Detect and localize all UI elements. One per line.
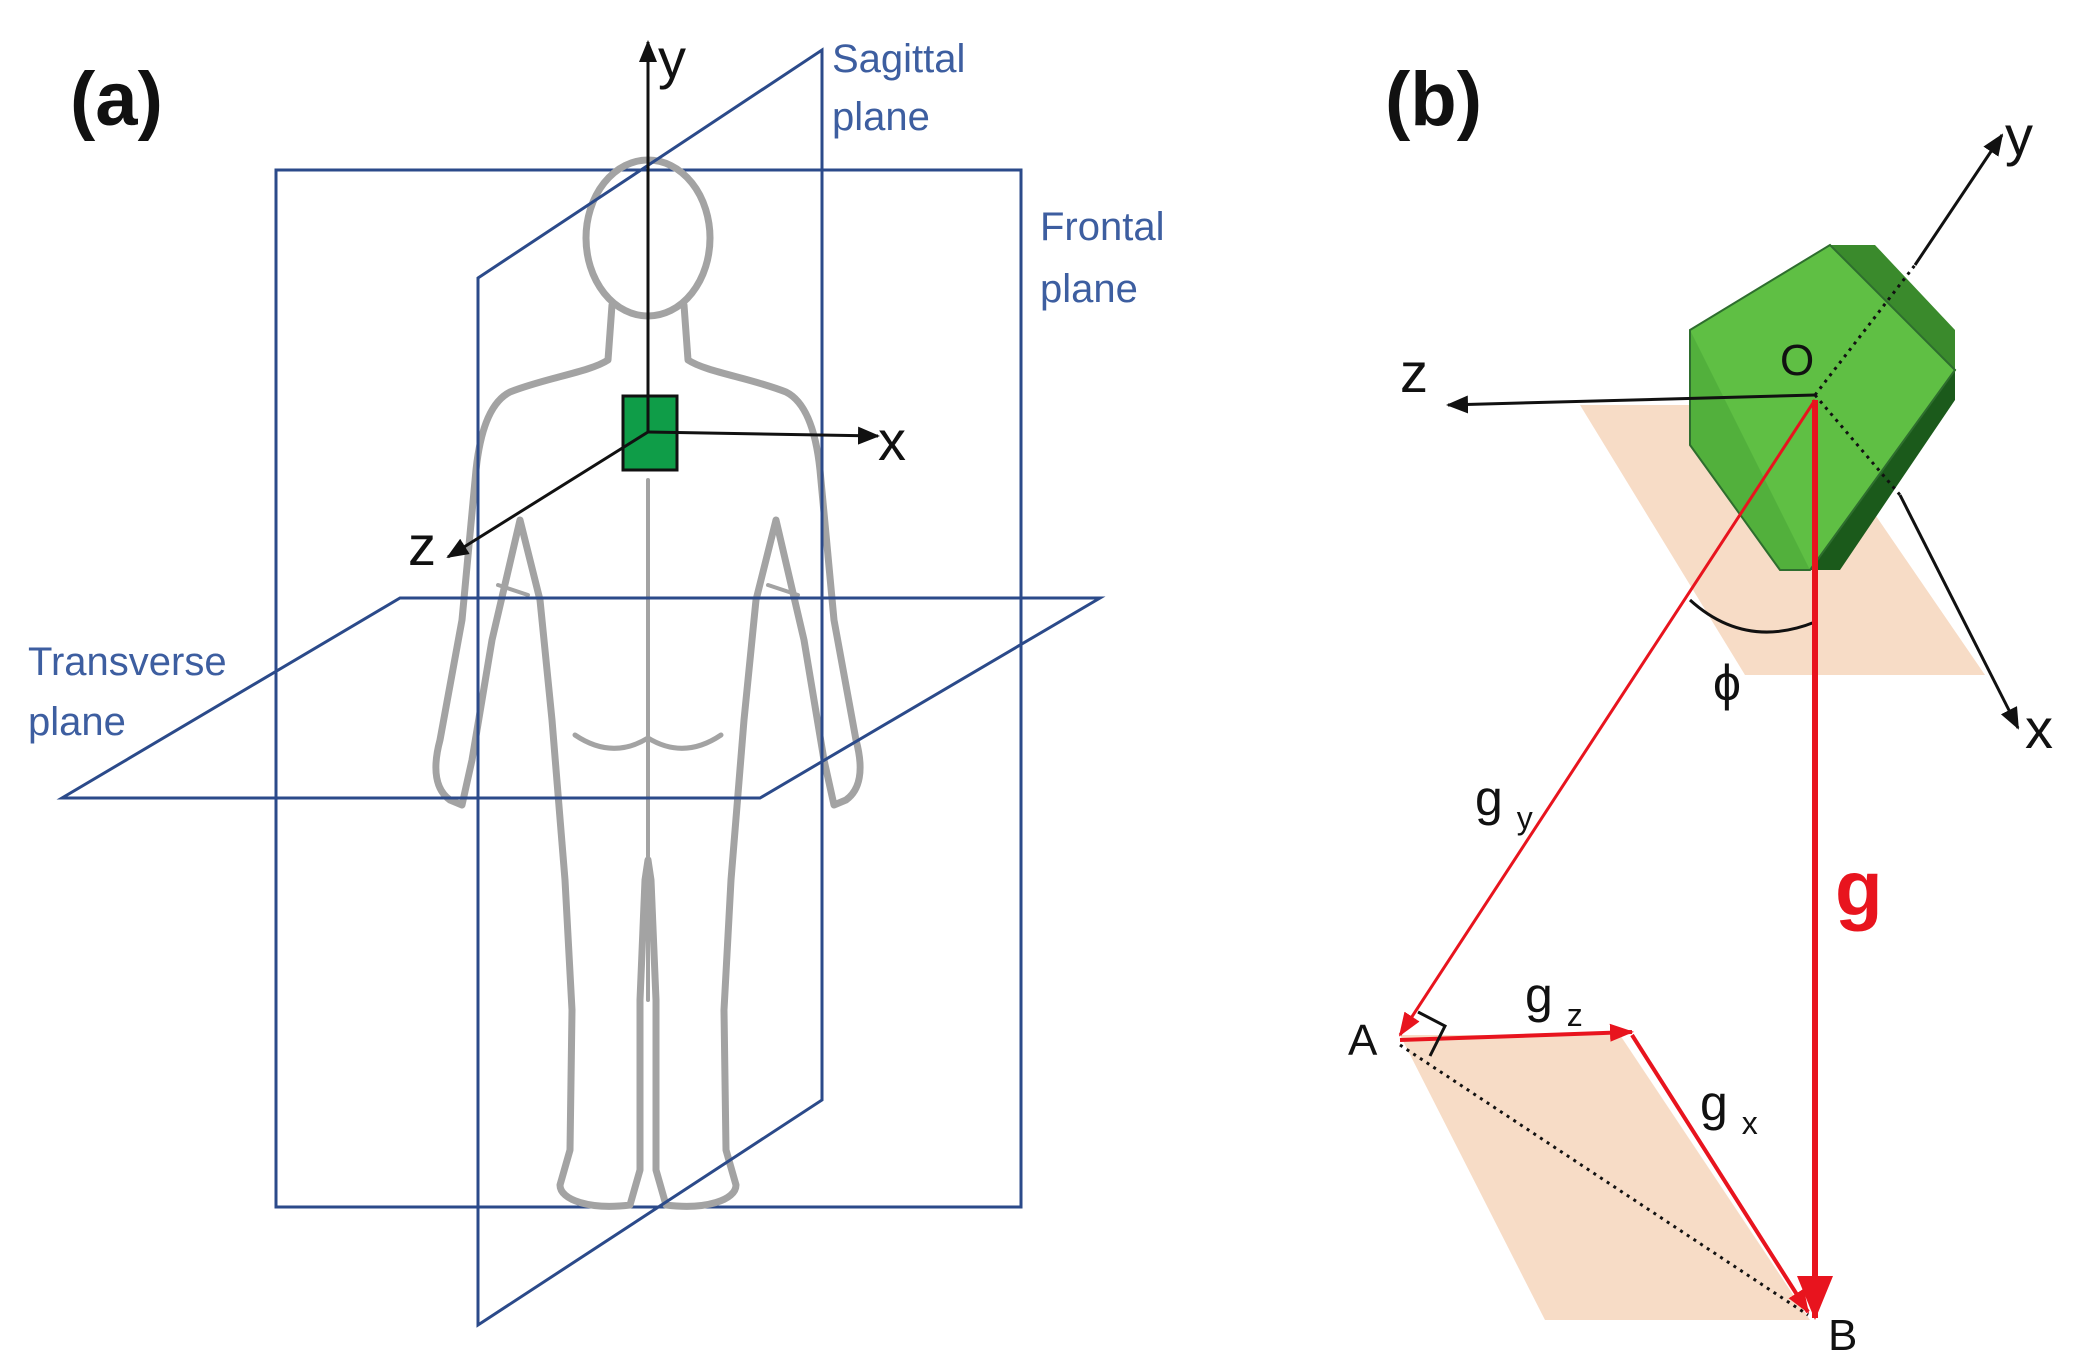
axis-x-arrow — [647, 426, 880, 445]
axis-x-arrow-b — [1898, 494, 2020, 730]
panel-b: (b) y z x O ϕ — [1348, 57, 2053, 1360]
angle-arc — [1688, 598, 1816, 634]
right-angle-marker — [1417, 1010, 1448, 1057]
axis-z-arrow — [446, 430, 649, 559]
point-a-label: A — [1348, 1016, 1378, 1065]
vector-gx-label: g x — [1700, 1075, 1758, 1141]
axis-y-label: y — [658, 27, 686, 90]
transverse-plane — [56, 596, 1106, 800]
dotted-x-inside — [1813, 394, 1902, 496]
angle-label: ϕ — [1713, 655, 1741, 711]
panel-b-label: (b) — [1385, 57, 1482, 142]
transverse-plane-label: Transverse plane — [28, 640, 238, 744]
panel-a: (a) Sagittal plane Frontal plane Transve… — [28, 27, 1176, 1328]
point-b-label: B — [1828, 1311, 1857, 1360]
vector-gy — [1398, 399, 1817, 1037]
panel-a-label: (a) — [70, 57, 163, 142]
axis-z-label: z — [408, 514, 436, 577]
dotted-ab — [1399, 1043, 1809, 1317]
origin-label: O — [1780, 336, 1814, 385]
axis-x-label: x — [878, 409, 906, 472]
vector-gx — [1630, 1033, 1810, 1314]
axis-x-label-b: x — [2025, 697, 2053, 760]
axis-y-arrow-b — [1913, 133, 2004, 266]
vector-gy-label: g y — [1475, 770, 1533, 836]
dotted-y-inside — [1813, 264, 1917, 396]
vector-gz-label: g z — [1525, 967, 1583, 1033]
axis-y-label-b: y — [2005, 104, 2033, 167]
sagittal-plane-label: Sagittal plane — [832, 37, 977, 139]
frontal-plane-label: Frontal plane — [1040, 205, 1176, 311]
sagittal-plane — [476, 47, 824, 1328]
vector-g-label: g — [1835, 844, 1883, 932]
axis-z-label-b: z — [1400, 341, 1428, 404]
axis-z-arrow-b — [1446, 393, 1816, 414]
